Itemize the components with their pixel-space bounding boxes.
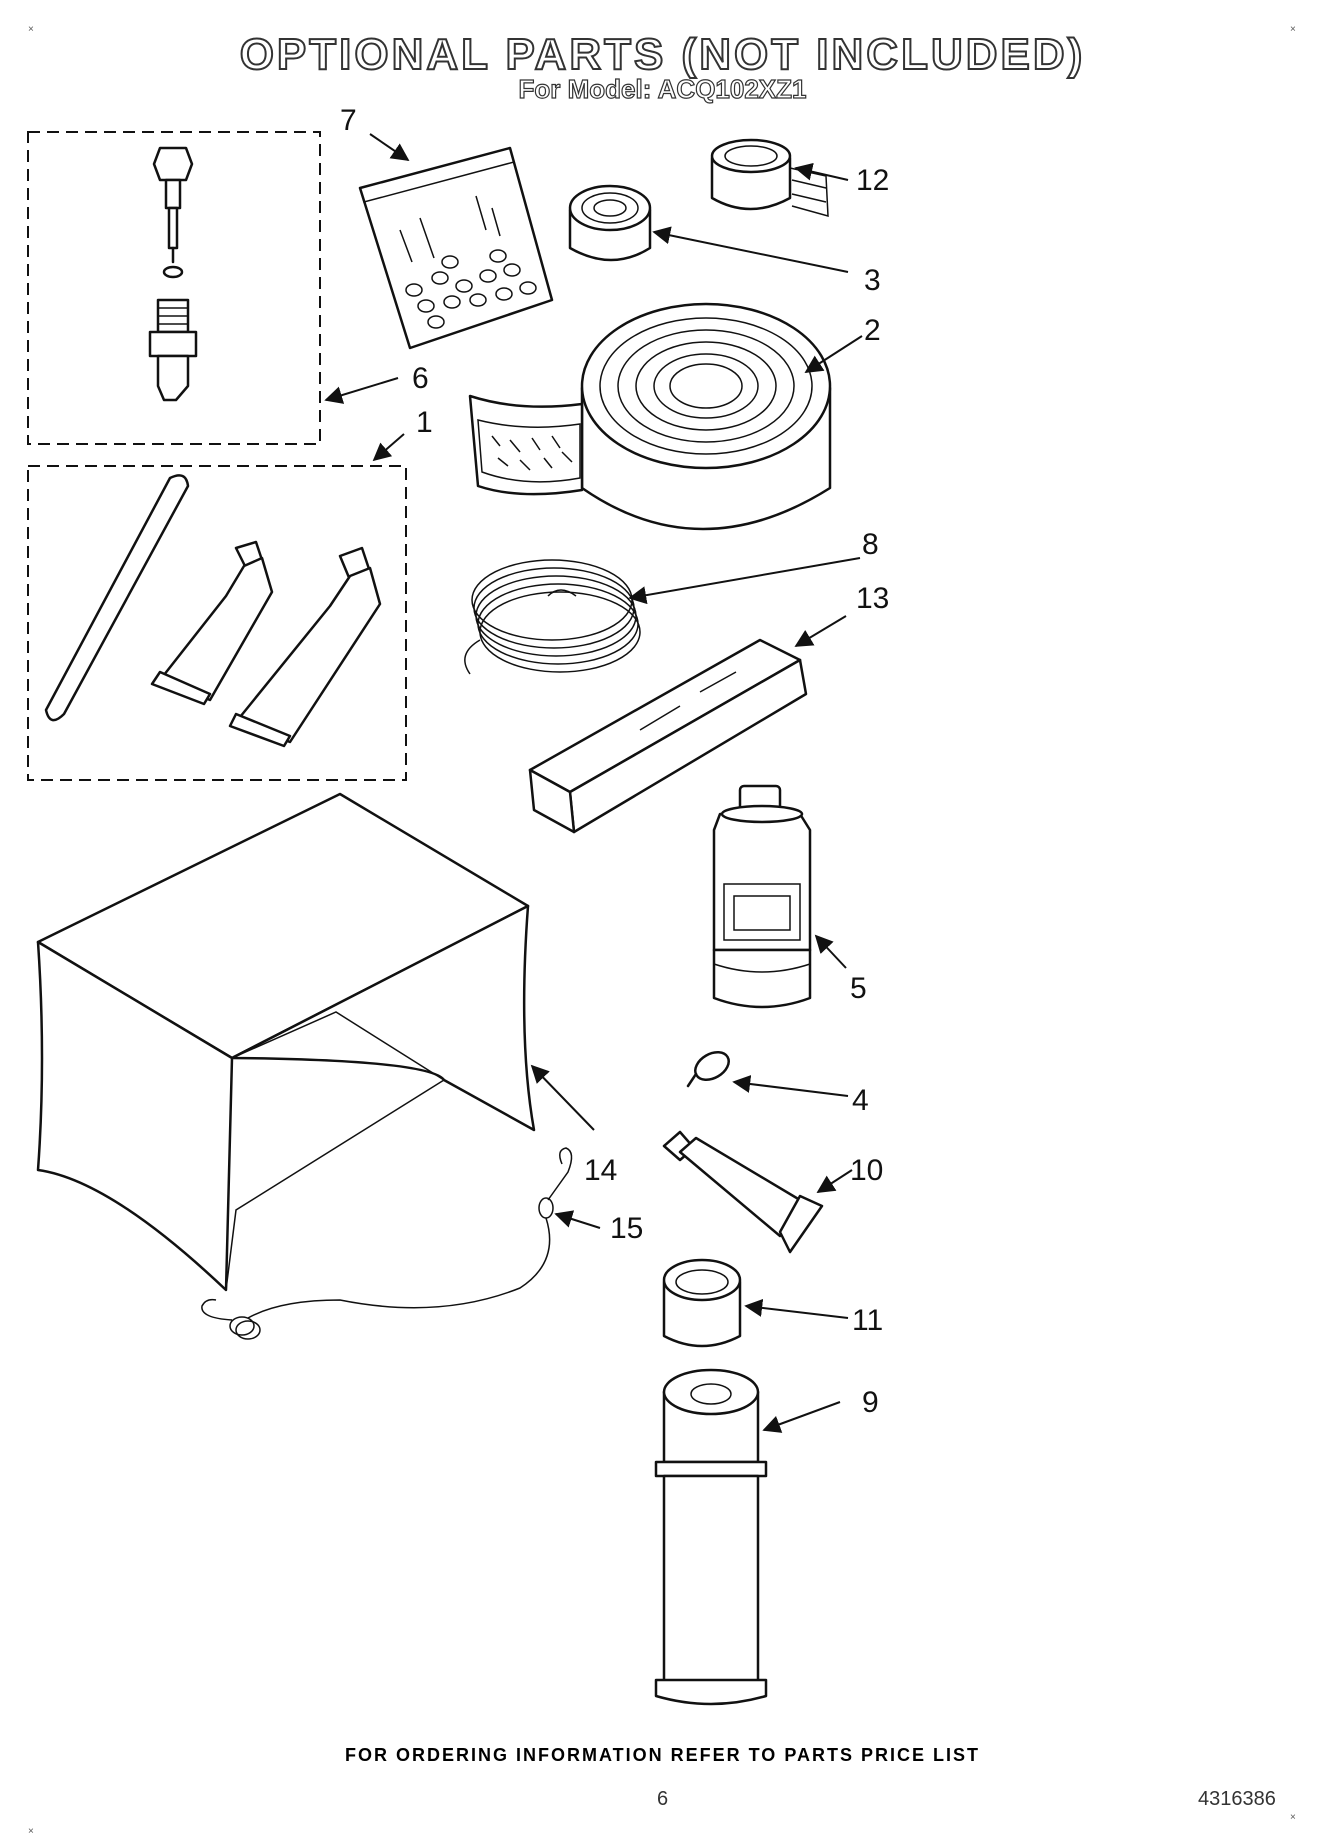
part-1-sealant-kit [27, 465, 407, 781]
part-14-unit-cover [36, 792, 536, 1292]
corner-mark-tl: × [28, 24, 34, 35]
part-3-tape-roll [568, 184, 652, 262]
callout-12: 12 [856, 164, 889, 197]
callout-13: 13 [856, 582, 889, 615]
part-7-hardware-bag [358, 146, 554, 350]
callout-2: 2 [864, 314, 881, 347]
callout-15: 15 [610, 1212, 643, 1245]
corner-mark-bl: × [28, 1826, 34, 1837]
document-number: 4316386 [1198, 1788, 1276, 1810]
part-6-valve-kit [27, 131, 321, 445]
callout-8: 8 [862, 528, 879, 561]
model-subtitle: For Model: ACQ102XZ1 [518, 73, 807, 104]
callout-9: 9 [862, 1386, 879, 1419]
callout-3: 3 [864, 264, 881, 297]
callout-6: 6 [412, 362, 429, 395]
part-9-aerosol-can [654, 1368, 768, 1706]
part-11-spacer [662, 1258, 742, 1348]
corner-mark-br: × [1290, 1812, 1296, 1823]
part-15-tie-cord [201, 1147, 573, 1340]
part-13-foam-strip [528, 638, 808, 834]
callout-11: 11 [852, 1304, 883, 1337]
corner-mark-tr: × [1290, 24, 1296, 35]
part-10-grease-tube [662, 1130, 824, 1254]
callout-1: 1 [416, 406, 433, 439]
callout-7: 7 [340, 104, 357, 137]
page-number: 6 [656, 1788, 669, 1810]
ordering-note: FOR ORDERING INFORMATION REFER TO PARTS … [344, 1745, 980, 1765]
part-8-wire-coil [464, 559, 641, 675]
callout-10: 10 [850, 1154, 883, 1187]
callout-labels: 1 2 3 4 5 6 7 8 9 10 11 12 13 14 15 [340, 104, 889, 1419]
part-5-bottle [712, 784, 812, 1009]
callout-14: 14 [584, 1154, 617, 1187]
callout-arrows [324, 133, 863, 1433]
part-4-plug [686, 1051, 730, 1088]
callout-4: 4 [852, 1084, 869, 1117]
part-2-insulation-roll [468, 302, 832, 531]
page-title: OPTIONAL PARTS (NOT INCLUDED) [239, 29, 1086, 80]
part-12-foam-tape [710, 138, 829, 218]
callout-5: 5 [850, 972, 867, 1005]
